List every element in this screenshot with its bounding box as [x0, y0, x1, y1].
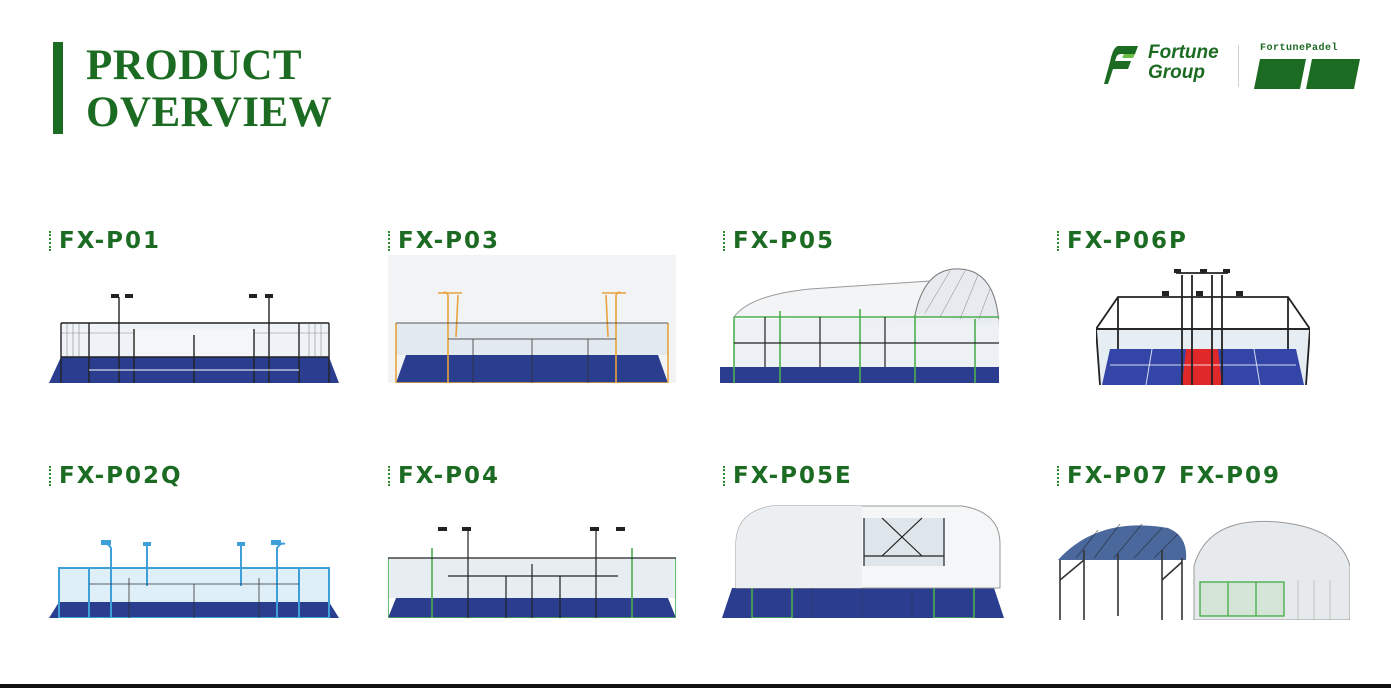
- court-image-fx-p04: [388, 527, 676, 618]
- product-label: FX-P05: [723, 228, 835, 254]
- fortune-f-icon: [1104, 46, 1138, 84]
- product-label: FX-P06P: [1057, 228, 1188, 254]
- product-label: FX-P01: [49, 228, 161, 254]
- brand-name: Fortune Group: [1148, 42, 1219, 83]
- brand-logos: Fortune Group FortunePadel: [1104, 43, 1362, 89]
- footer-divider: [0, 684, 1391, 688]
- fortunepadel-wordmark: FortunePadel: [1260, 43, 1339, 54]
- title-accent-bar: [53, 42, 63, 134]
- court-image-fx-p05: [720, 268, 999, 383]
- court-image-fx-p07-fx-p09: [1058, 520, 1350, 620]
- product-label: FX-P02Q: [49, 463, 183, 489]
- court-image-fx-p01: [49, 294, 339, 383]
- fortunepadel-stripes-icon: [1254, 59, 1360, 89]
- product-label: FX-P04: [388, 463, 500, 489]
- logo-divider: [1238, 45, 1239, 87]
- court-image-fx-p06p: [1096, 269, 1310, 385]
- court-image-fx-p05e: [722, 505, 1004, 618]
- page-title-line2: OVERVIEW: [86, 89, 333, 136]
- court-image-fx-p02q: [49, 540, 339, 618]
- court-image-fx-p03: [388, 255, 676, 383]
- page-title: PRODUCT OVERVIEW: [86, 42, 332, 136]
- product-label: FX-P03: [388, 228, 500, 254]
- product-label: FX-P05E: [723, 463, 853, 489]
- product-label: FX-P07 FX-P09: [1057, 463, 1281, 489]
- page-title-line1: PRODUCT: [86, 42, 303, 89]
